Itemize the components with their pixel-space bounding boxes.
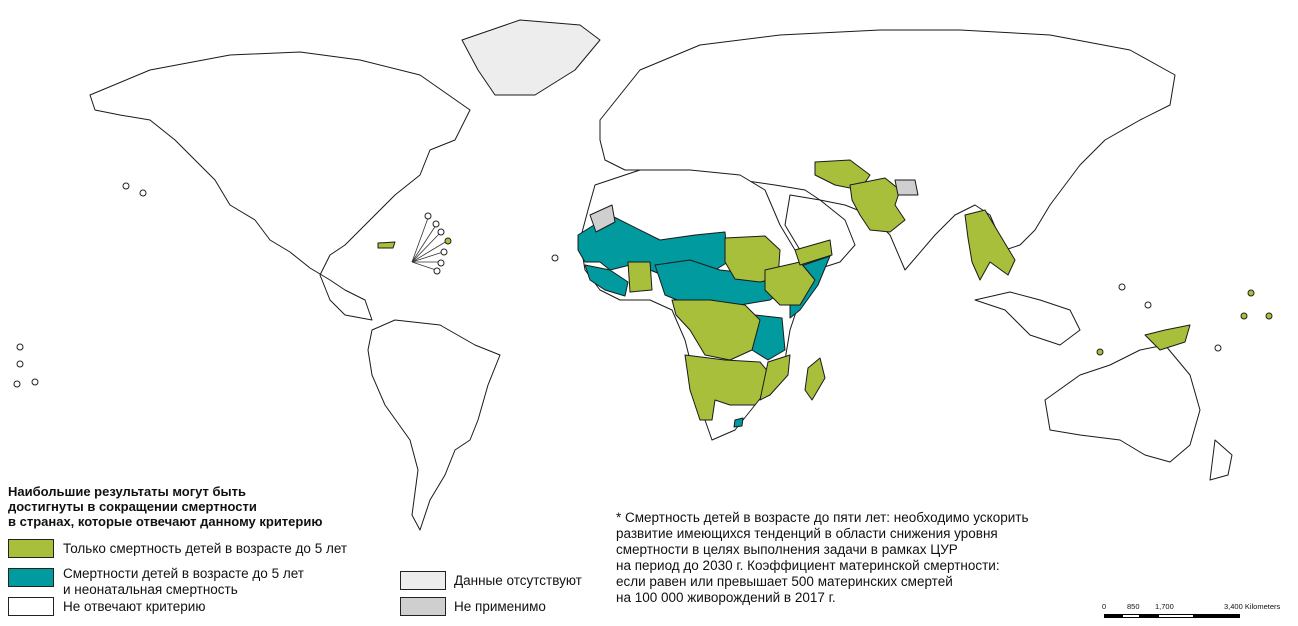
south-america: [367, 319, 501, 531]
afghanistan-pakistan: [849, 177, 906, 233]
scale-seg-4: [1158, 614, 1194, 618]
kashmir: [894, 179, 919, 196]
legend-title-line-2: достигнуты в сокращении смертности: [8, 499, 257, 514]
central-africa: [671, 299, 761, 361]
scale-bar: 0 850 1,700 3,400 Kilometers: [1100, 602, 1298, 622]
island-green-pacific-1: [1247, 289, 1255, 297]
footnote-line-6: на 100 000 живорождений в 2017 г.: [616, 590, 836, 605]
legend-label-no-data: Данные отсутствуют: [454, 573, 582, 588]
legend-swatch-not-meeting: [8, 597, 54, 616]
ghana-burkina: [627, 261, 653, 293]
scale-seg-3: [1140, 614, 1158, 618]
mozambique: [759, 354, 791, 401]
greenland: [461, 19, 601, 96]
scale-seg-1: [1104, 614, 1122, 618]
island-markers: [13, 182, 1273, 388]
yemen: [794, 239, 833, 266]
legend-swatch-no-data: [400, 571, 446, 590]
new-zealand: [1209, 439, 1233, 481]
scale-tick-3400: 3,400 Kilometers: [1224, 602, 1281, 611]
legend-label-not-meeting: Не отвечают критерию: [63, 599, 206, 614]
footnote-line-2: развитие имеющихся тенденций в области с…: [616, 526, 998, 541]
scale-tick-1700: 1,700: [1155, 602, 1174, 611]
island-green-pacific-3: [1265, 312, 1273, 320]
legend-title-line-3: в странах, которые отвечают данному крит…: [8, 514, 323, 529]
legend-label-under5-neonatal-1: Смертности детей в возрасте до 5 лет: [63, 566, 304, 581]
scale-tick-850: 850: [1127, 602, 1140, 611]
footnote-line-3: смертности в целях выполнения задачи в р…: [616, 542, 958, 557]
myanmar-laos: [964, 209, 1016, 281]
madagascar: [804, 357, 826, 401]
scale-seg-2: [1122, 614, 1140, 618]
legend-title: Наибольшие результаты могут быть достигн…: [8, 484, 408, 529]
island-green-caribbean: [444, 237, 452, 245]
legend-swatch-not-applicable: [400, 597, 446, 616]
png: [1144, 324, 1191, 351]
legend-title-line-1: Наибольшие результаты могут быть: [8, 484, 246, 499]
scale-tick-0: 0: [1102, 602, 1107, 611]
west-coast: [584, 264, 629, 297]
lesotho: [733, 417, 744, 428]
australia: [1044, 344, 1201, 463]
footnote-line-1: * Смертность детей в возрасте до пяти ле…: [616, 510, 1029, 525]
southern-africa: [684, 354, 776, 421]
haiti: [377, 241, 396, 249]
island-green-pacific-2: [1240, 312, 1248, 320]
island-green-pacific-4: [1096, 348, 1104, 356]
legend-swatch-under5-only: [8, 539, 54, 558]
legend-label-not-applicable: Не применимо: [454, 599, 546, 614]
se-asia-islands: [974, 291, 1081, 346]
caribbean-leaders: [411, 217, 448, 271]
legend-swatch-under5-neonatal: [8, 568, 54, 587]
footnote-line-4: на период до 2030 г. Коэффициент материн…: [616, 558, 1000, 573]
western-sahara: [589, 204, 616, 233]
north-america: [89, 51, 471, 321]
legend-label-under5-neonatal-2: и неонатальная смертность: [63, 582, 238, 597]
footnote-line-5: если равен или превышает 500 материнских…: [616, 574, 953, 589]
map-legend: Наибольшие результаты могут быть достигн…: [8, 484, 608, 624]
footnote: * Смертность детей в возрасте до пяти ле…: [616, 510, 1086, 606]
legend-label-under5-only: Только смертность детей в возрасте до 5 …: [63, 541, 348, 556]
scale-seg-5: [1194, 614, 1240, 618]
